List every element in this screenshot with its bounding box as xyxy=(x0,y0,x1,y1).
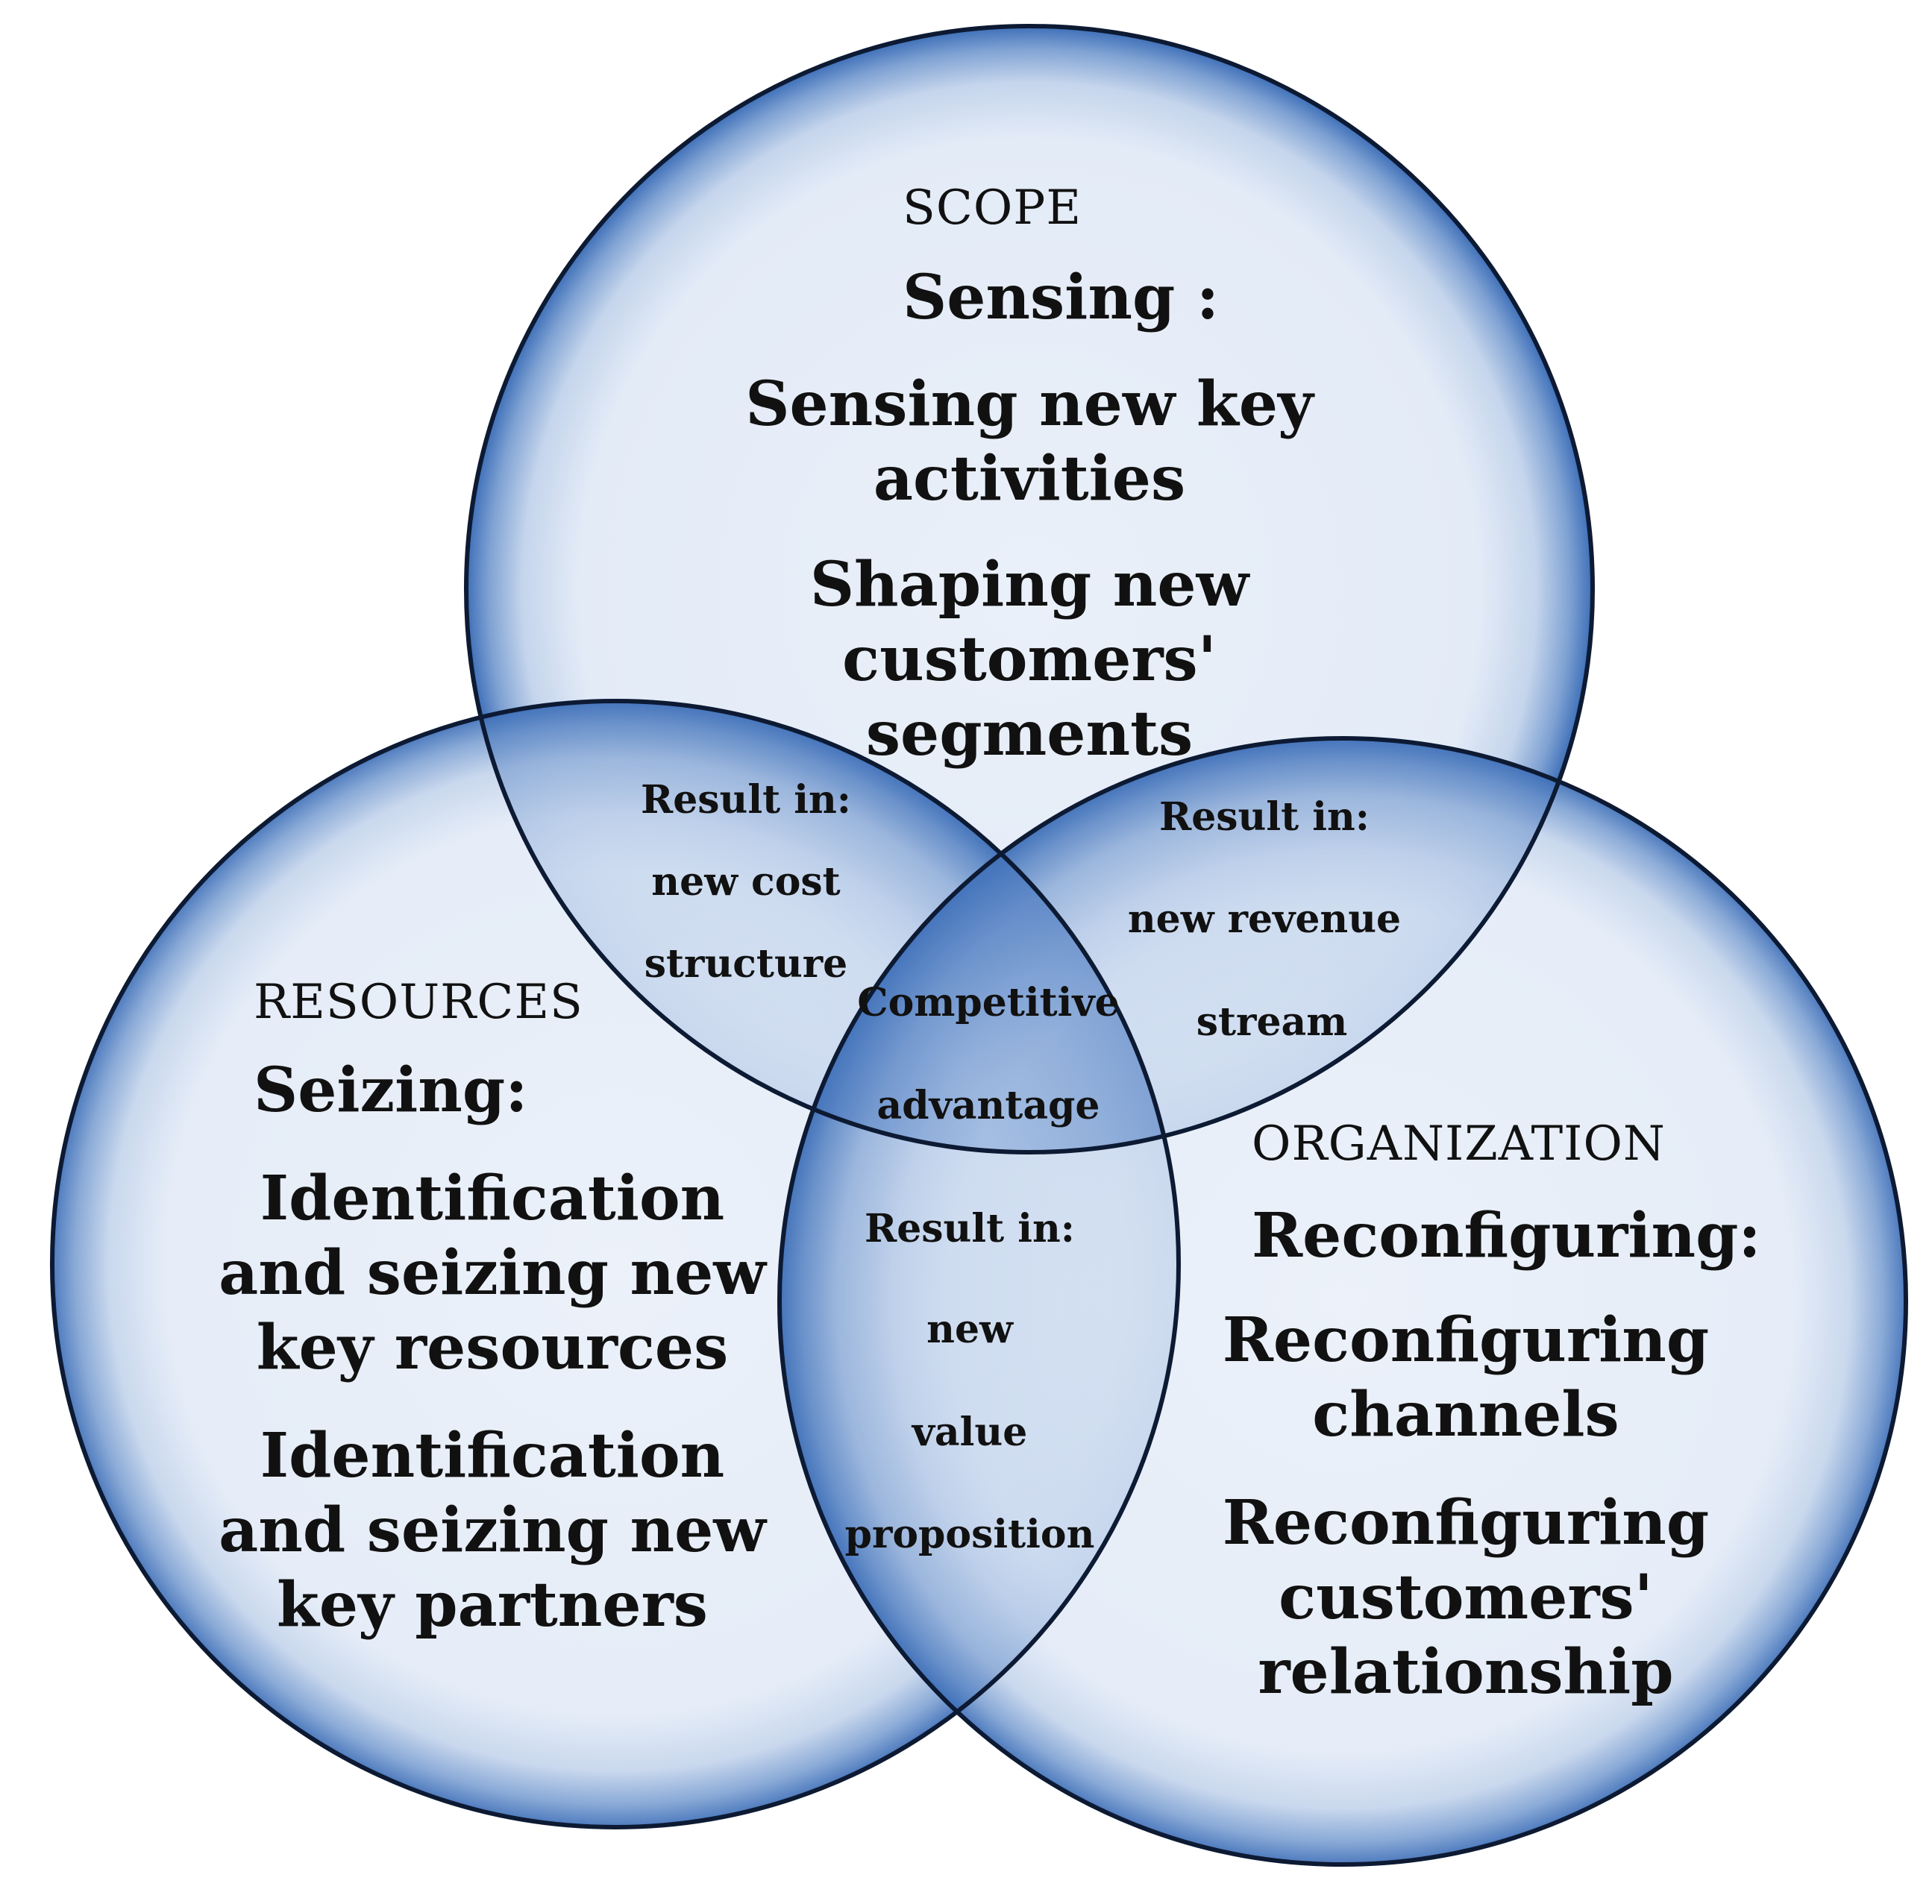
resources-circle-outline xyxy=(50,699,1181,1829)
organization-circle-outline xyxy=(777,736,1908,1867)
scope-resources-line2: new cost xyxy=(651,859,840,905)
resources-item1-line3: key resources xyxy=(257,1312,729,1383)
resources-organization-line1: Result in: xyxy=(865,1206,1075,1251)
organization-item1-line2: channels xyxy=(1312,1379,1619,1451)
scope-organization-line2: new revenue xyxy=(1128,896,1401,942)
resources-heading: Seizing: xyxy=(254,1055,527,1126)
resources-item2-line3: key partners xyxy=(277,1569,708,1641)
scope-label: SCOPE xyxy=(903,180,1082,236)
resources-item2-line1: Identification xyxy=(260,1420,725,1492)
resources-item2-line2: and seizing new xyxy=(219,1495,768,1566)
scope-item1-line2: activities xyxy=(874,443,1185,515)
overlap-center xyxy=(780,738,1179,1152)
scope-item2-line3: segments xyxy=(866,698,1193,770)
organization-item2-line3: relationship xyxy=(1258,1636,1673,1708)
scope-resources-line1: Result in: xyxy=(641,777,851,823)
scope-organization-line3: stream xyxy=(1196,999,1348,1045)
overlap-resources-organization xyxy=(780,738,1179,1827)
organization-heading: Reconfiguring: xyxy=(1252,1200,1761,1272)
center-line2: advantage xyxy=(877,1083,1100,1128)
resources-item1-line1: Identification xyxy=(260,1163,725,1234)
resources-item1-line2: and seizing new xyxy=(219,1237,768,1309)
scope-item2-line1: Shaping new xyxy=(810,549,1251,620)
scope-heading: Sensing : xyxy=(903,262,1219,333)
center-line1: Competitive xyxy=(857,980,1119,1025)
scope-item2-line2: customers' xyxy=(842,623,1217,695)
scope-organization-line1: Result in: xyxy=(1159,794,1370,840)
scope-circle-outline xyxy=(464,24,1595,1154)
organization-item2-line2: customers' xyxy=(1279,1562,1653,1633)
organization-item2-line1: Reconfiguring xyxy=(1223,1487,1709,1559)
resources-organization-line4: proposition xyxy=(845,1512,1095,1557)
scope-item1-line1: Sensing new key xyxy=(745,368,1315,440)
resources-organization-line2: new xyxy=(926,1307,1014,1352)
organization-label: ORGANIZATION xyxy=(1252,1116,1666,1172)
organization-item1-line1: Reconfiguring xyxy=(1223,1304,1709,1376)
scope-resources-line3: structure xyxy=(644,941,847,987)
resources-label: RESOURCES xyxy=(254,975,583,1030)
resources-organization-line3: value xyxy=(912,1410,1028,1455)
